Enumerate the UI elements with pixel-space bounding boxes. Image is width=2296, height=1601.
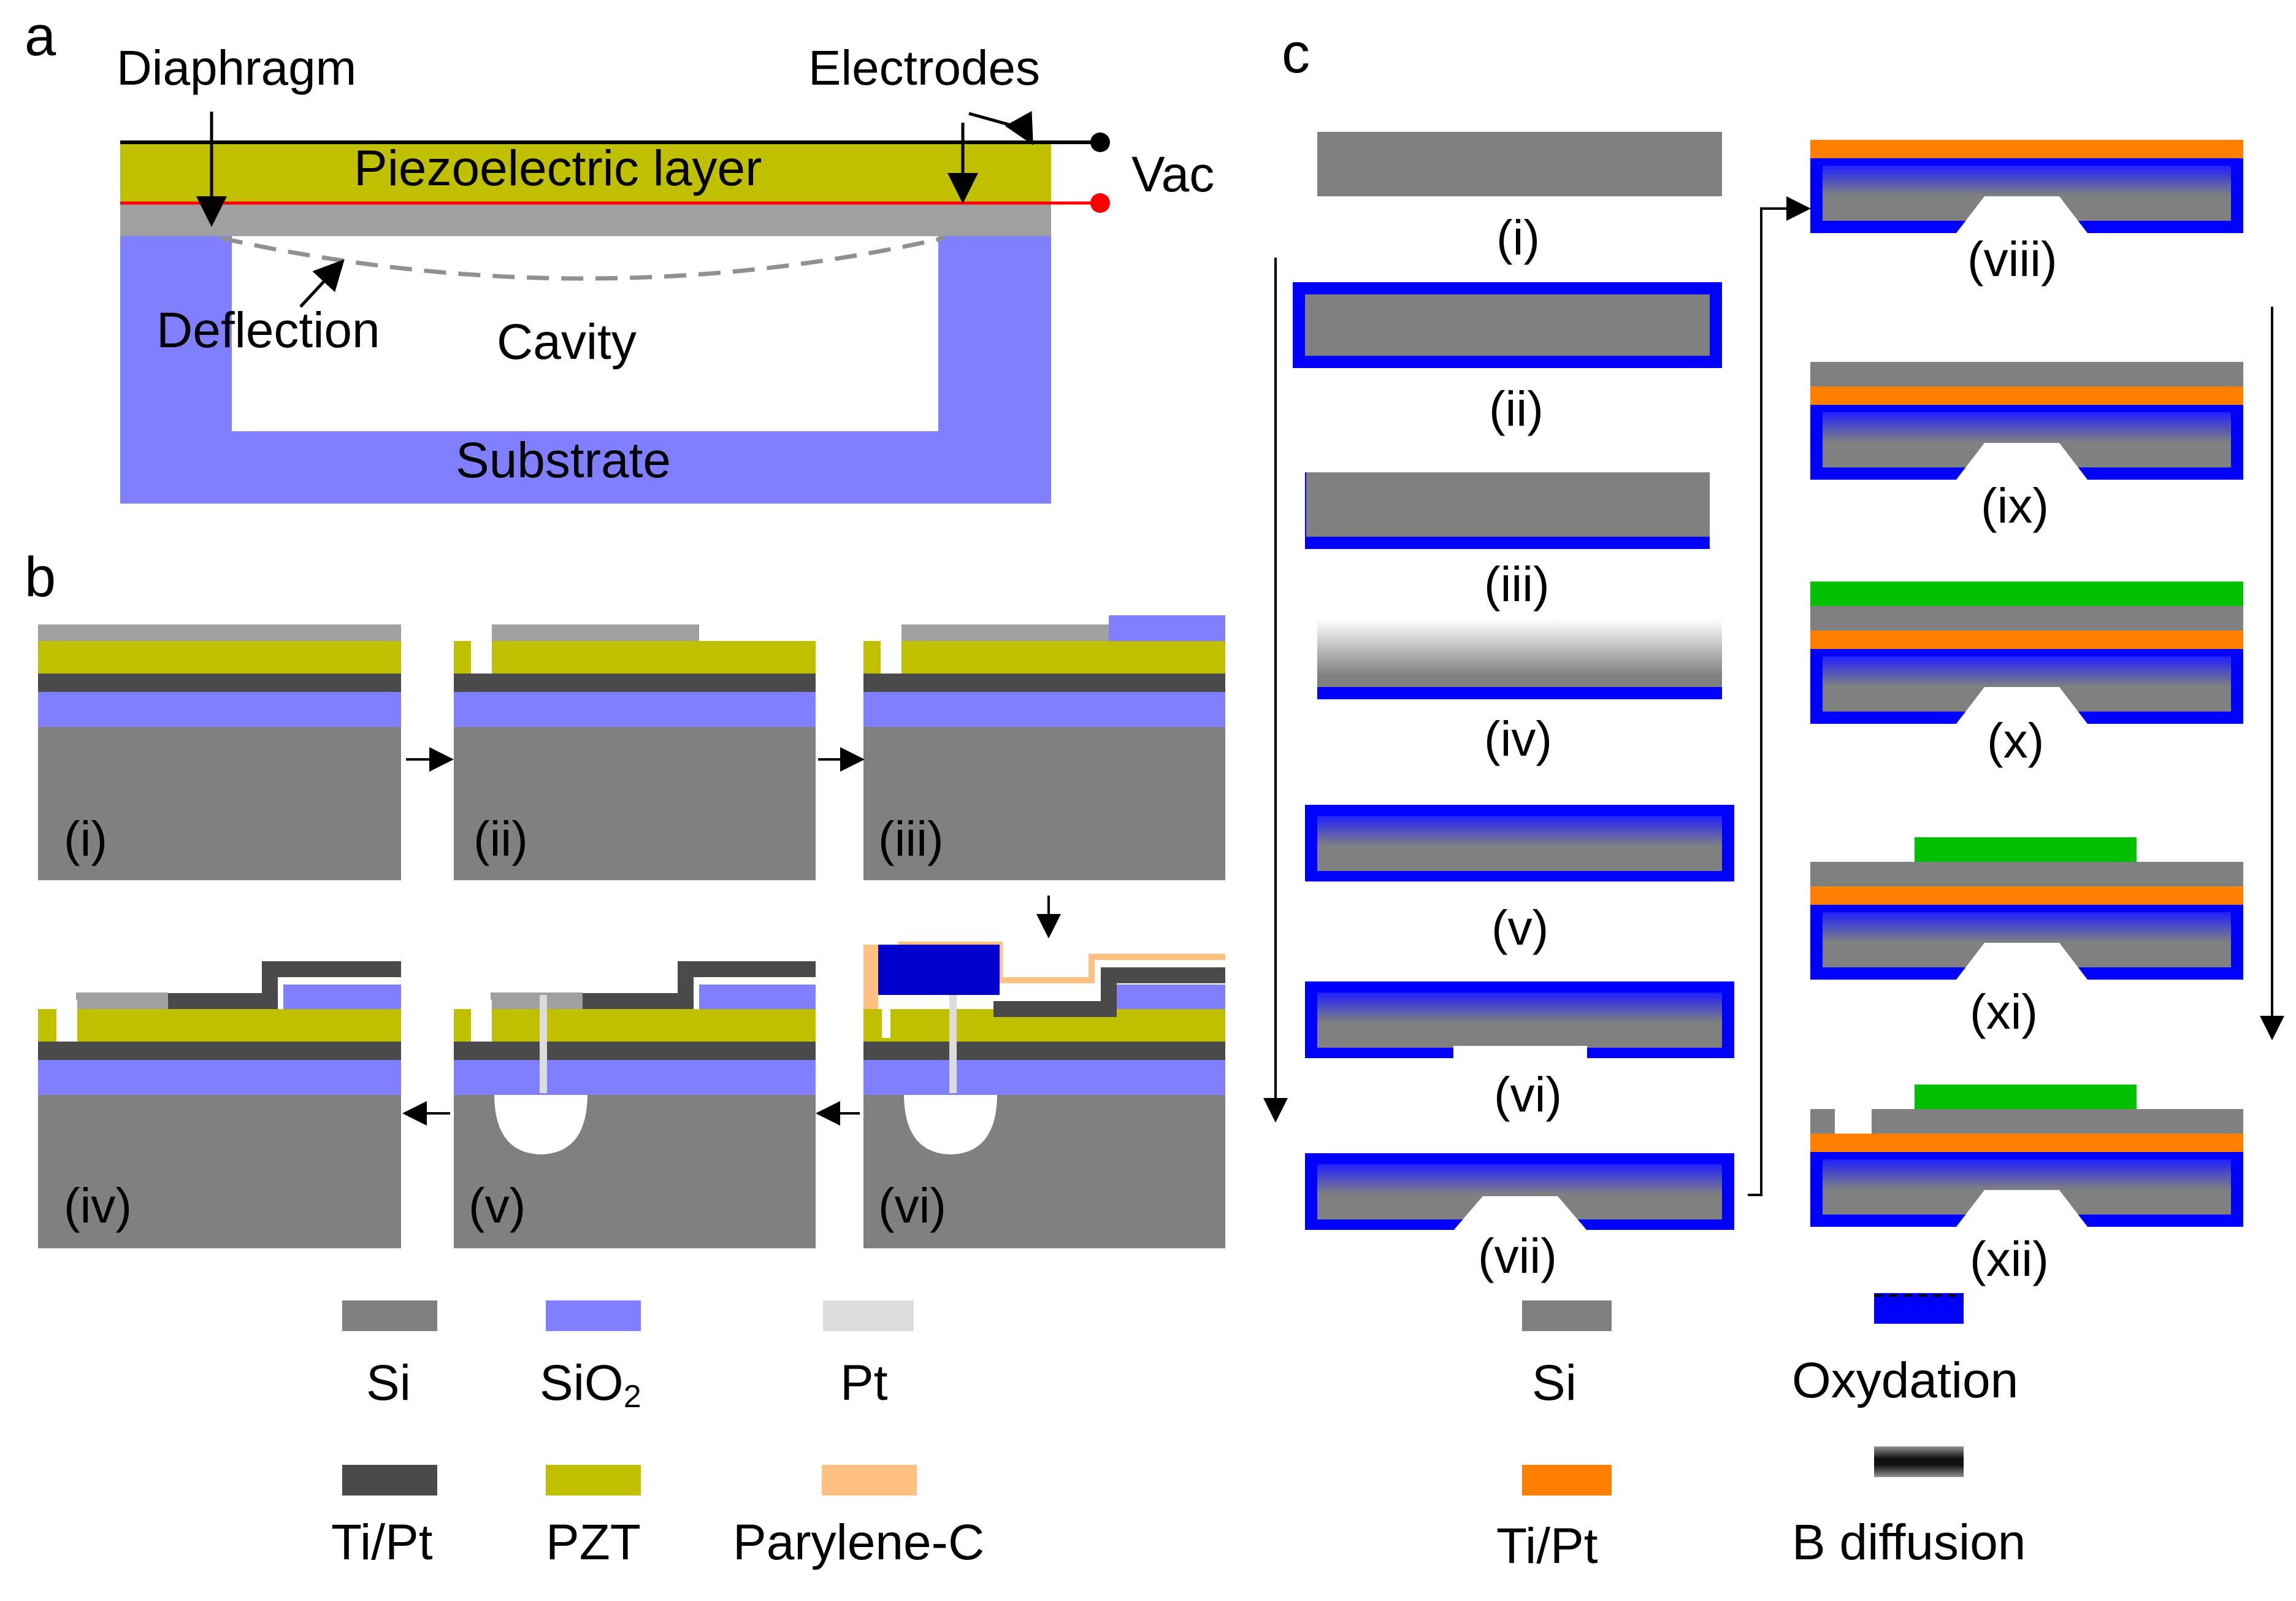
c-step-5: (v) [1305, 805, 1734, 955]
c-legend-swatch-oxydation [1874, 1293, 1964, 1324]
panel-b: b (i) (ii) (iii [25, 546, 1225, 1570]
c-step-1: (i) [1317, 132, 1722, 265]
b-step-5: (v) [454, 961, 816, 1248]
b-legend: Si SiO2 Pt Ti/Pt PZT Parylene-C [331, 1300, 984, 1570]
bottom-terminal-dot [1090, 193, 1110, 213]
panel-a: a Diaphragm Electrodes Piezoelectric lay… [25, 5, 1214, 504]
c-step-7: (vii) [1305, 1153, 1734, 1283]
legend-swatch-pzt [546, 1465, 641, 1495]
panel-c-letter: c [1282, 22, 1310, 85]
c-step-8: (viii) [1810, 140, 2243, 286]
label-electrodes: Electrodes [808, 40, 1040, 95]
label-piezo: Piezoelectric layer [354, 140, 762, 196]
c-step-12: (xii) [1810, 1085, 2243, 1286]
c-step-label-11: (xi) [1970, 985, 2038, 1039]
c-step-9: (ix) [1810, 362, 2243, 533]
c-step-label-5: (v) [1491, 900, 1548, 955]
b-step-label-6: (vi) [878, 1178, 946, 1233]
electrodes-arrow-top [968, 110, 1033, 145]
b-step-label-1: (i) [64, 812, 107, 866]
panel-b-letter: b [25, 546, 56, 609]
c-step-10: (x) [1810, 582, 2243, 768]
label-cavity: Cavity [497, 314, 637, 370]
label-diaphragm: Diaphragm [117, 40, 356, 95]
b-step-label-3: (iii) [878, 812, 944, 866]
c-step-label-4: (iv) [1484, 712, 1552, 766]
b-step-label-4: (iv) [64, 1178, 132, 1233]
top-terminal-dot [1090, 132, 1110, 152]
c-step-label-7: (vii) [1478, 1229, 1557, 1283]
c-step-label-12: (xii) [1970, 1232, 2049, 1286]
c-legend-swatch-tipt [1522, 1465, 1612, 1495]
c-legend-label-tipt: Ti/Pt [1496, 1518, 1598, 1574]
deflection-curve [220, 236, 945, 281]
c-step-label-8: (viii) [1967, 232, 2057, 286]
b-step-3: (iii) [863, 615, 1225, 880]
b-step-6: (vi) [863, 942, 1225, 1248]
c-legend: Si Oxydation Ti/Pt B diffusion [1496, 1293, 2026, 1574]
piezoelectric-layer [120, 142, 1051, 204]
c-step-label-9: (ix) [1981, 478, 2049, 533]
c-step-label-1: (i) [1496, 210, 1540, 265]
c-legend-swatch-bdiffusion [1874, 1446, 1964, 1477]
label-substrate: Substrate [456, 432, 671, 488]
c-step-6: (vi) [1305, 981, 1734, 1122]
c-legend-label-si: Si [1532, 1355, 1577, 1411]
legend-label-tipt: Ti/Pt [331, 1515, 433, 1570]
panel-c: c (i) (ii) (iii) (iv) (v) [1263, 22, 2284, 1574]
b-step-label-2: (ii) [473, 812, 528, 866]
legend-swatch-tipt [342, 1465, 437, 1495]
c-legend-label-oxydation: Oxydation [1792, 1353, 2018, 1408]
panel-a-letter: a [25, 5, 56, 67]
deflection-arrow [299, 259, 345, 308]
legend-label-pt: Pt [840, 1355, 888, 1411]
legend-label-sio2: SiO2 [540, 1355, 641, 1415]
legend-swatch-pt [823, 1300, 914, 1331]
label-deflection: Deflection [156, 302, 380, 358]
diaphragm-layer [120, 204, 1051, 236]
c-step-4: (iv) [1317, 620, 1722, 766]
c-step-11: (xi) [1810, 837, 2243, 1039]
c-legend-label-bdiffusion: B diffusion [1792, 1515, 2026, 1570]
b-step-1: (i) [38, 624, 401, 880]
legend-swatch-parylene [822, 1465, 917, 1495]
b-step-label-5: (v) [469, 1178, 526, 1233]
c-step-3: (iii) [1305, 472, 1710, 612]
cavity [232, 236, 938, 431]
legend-label-parylene: Parylene-C [733, 1515, 984, 1570]
c-arrow-7-8 [1748, 196, 1811, 1196]
legend-label-pzt: PZT [546, 1515, 641, 1570]
c-step-label-2: (ii) [1489, 382, 1544, 436]
b-step-2: (ii) [454, 624, 816, 880]
c-step-2: (ii) [1293, 282, 1722, 436]
b-step-4: (iv) [38, 961, 401, 1248]
legend-label-sio2-sub: 2 [624, 1379, 641, 1415]
legend-label-si: Si [366, 1355, 411, 1411]
c-step-label-10: (x) [1987, 713, 2044, 768]
legend-swatch-si [342, 1300, 437, 1331]
legend-swatch-sio2 [546, 1300, 641, 1331]
label-vac: Vac [1131, 147, 1214, 202]
c-legend-swatch-si [1522, 1300, 1612, 1331]
c-step-label-3: (iii) [1484, 557, 1550, 612]
c-step-label-6: (vi) [1494, 1067, 1562, 1122]
